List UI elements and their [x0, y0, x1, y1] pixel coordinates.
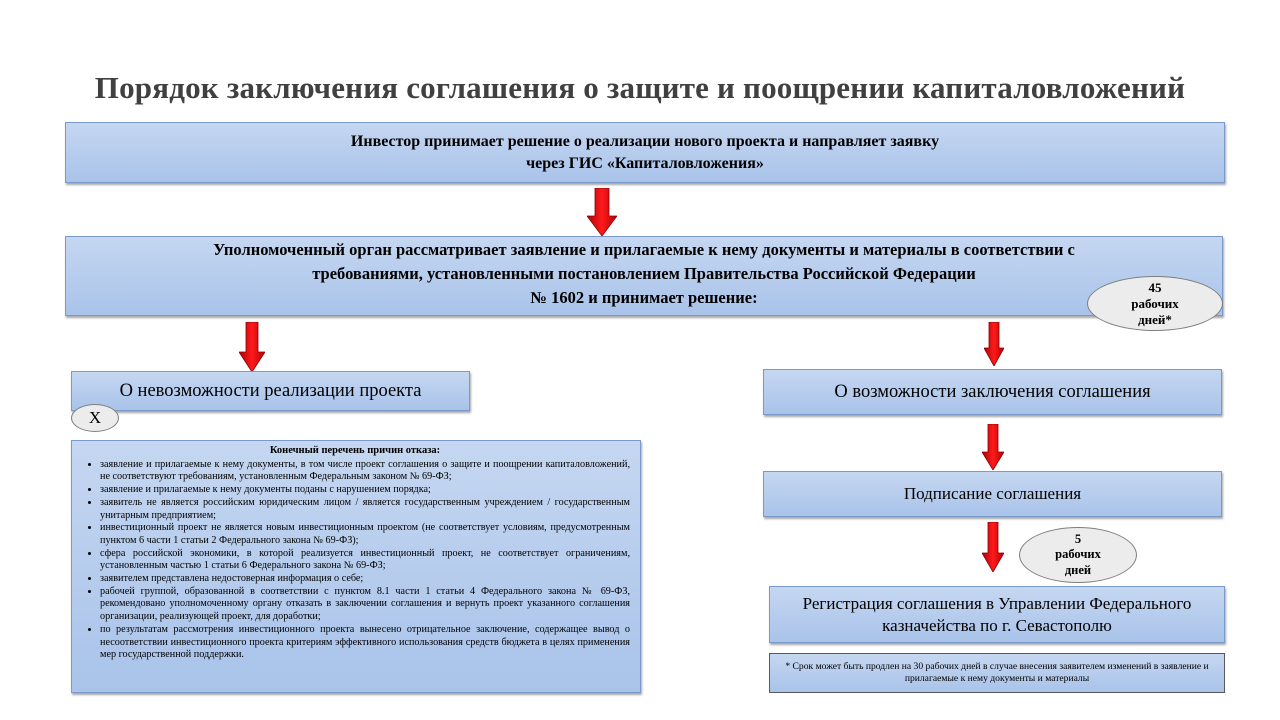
list-item: сфера российской экономики, в которой ре… — [100, 548, 630, 573]
review-term-unit2: дней* — [1138, 311, 1172, 327]
down-arrow-icon — [239, 322, 265, 372]
signing-term-number: 5 — [1074, 531, 1082, 546]
registration-box: Регистрация соглашения в Управлении Феде… — [769, 586, 1225, 643]
refusal-mark-text: Х — [88, 408, 102, 427]
list-item: заявитель не является российским юридиче… — [100, 497, 630, 522]
refusal-decision-box: О невозможности реализации проекта — [71, 371, 470, 411]
down-arrow-icon — [984, 322, 1004, 366]
investor-application-line2: через ГИС «Капиталовложения» — [526, 154, 764, 172]
registration-line2: казначейства по г. Севастополю — [882, 615, 1112, 635]
down-arrow-icon — [982, 522, 1004, 572]
refusal-reasons-box: Конечный перечень причин отказа: заявлен… — [71, 440, 641, 693]
refusal-mark-badge: Х — [71, 404, 119, 432]
refusal-decision-label: О невозможности реализации проекта — [119, 380, 422, 401]
authority-review-line3: № 1602 и принимает решение: — [530, 288, 758, 307]
investor-application-box: Инвестор принимает решение о реализации … — [65, 122, 1225, 183]
authority-review-box: Уполномоченный орган рассматривает заявл… — [65, 236, 1223, 316]
signing-term-unit2: дней — [1064, 562, 1092, 577]
signing-label: Подписание соглашения — [903, 484, 1082, 503]
signing-term-badge: 5 рабочих дней — [1019, 527, 1137, 583]
refusal-reasons-list: заявление и прилагаемые к нему документы… — [80, 459, 630, 662]
investor-application-line1: Инвестор принимает решение о реализации … — [350, 132, 940, 150]
approval-decision-box: О возможности заключения соглашения — [763, 369, 1222, 415]
refusal-reasons-title: Конечный перечень причин отказа: — [269, 445, 441, 456]
signing-term-unit1: рабочих — [1055, 547, 1101, 562]
list-item: заявление и прилагаемые к нему документы… — [100, 459, 630, 484]
approval-decision-label: О возможности заключения соглашения — [834, 381, 1151, 402]
down-arrow-icon — [982, 424, 1004, 470]
list-item: заявление и прилагаемые к нему документы… — [100, 484, 630, 497]
authority-review-line2: требованиями, установленными постановлен… — [312, 264, 976, 283]
list-item: заявителем представлена недостоверная ин… — [100, 573, 630, 586]
authority-review-line1: Уполномоченный орган рассматривает заявл… — [213, 240, 1075, 259]
down-arrow-icon — [587, 188, 617, 236]
registration-line1: Регистрация соглашения в Управлении Феде… — [802, 593, 1192, 613]
extension-footnote: * Срок может быть продлен на 30 рабочих … — [769, 653, 1225, 693]
review-term-unit1: рабочих — [1131, 295, 1179, 311]
list-item: по результатам рассмотрения инвестиционн… — [100, 624, 630, 662]
review-term-badge: 45 рабочих дней* — [1087, 276, 1223, 331]
page-title: Порядок заключения соглашения о защите и… — [94, 70, 1186, 105]
extension-footnote-text: * Срок может быть продлен на 30 рабочих … — [785, 661, 1209, 684]
list-item: инвестиционный проект не является новым … — [100, 522, 630, 547]
review-term-number: 45 — [1148, 279, 1162, 295]
signing-box: Подписание соглашения — [763, 471, 1222, 517]
list-item: рабочей группой, образованной в соответс… — [100, 586, 630, 624]
